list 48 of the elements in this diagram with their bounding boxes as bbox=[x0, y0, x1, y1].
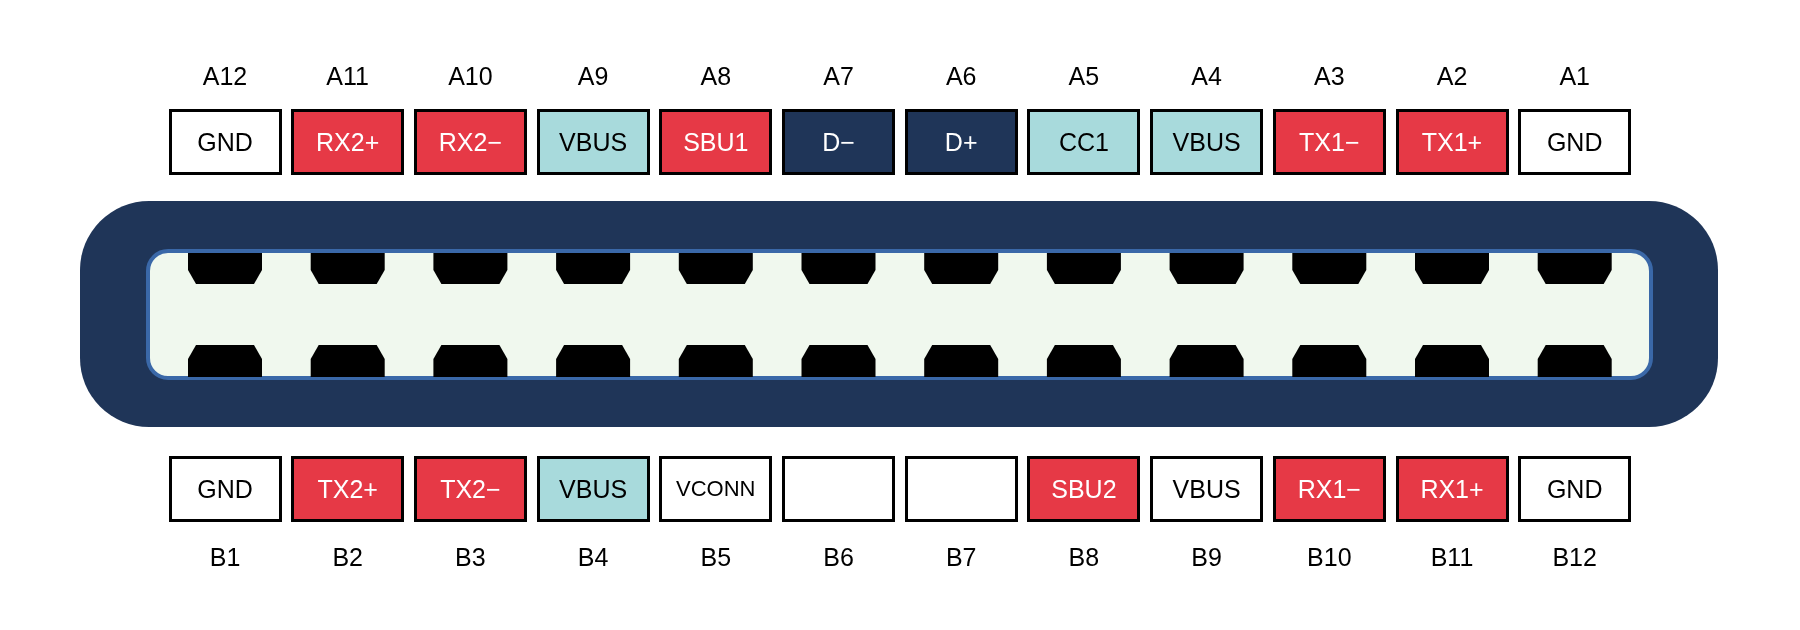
pin-number: A8 bbox=[699, 62, 733, 91]
pin-box: VBUS bbox=[536, 456, 650, 522]
pin-number: B7 bbox=[944, 543, 978, 572]
pin-box: TX1− bbox=[1272, 109, 1386, 175]
pin-number: B3 bbox=[454, 543, 487, 572]
pin-number: B1 bbox=[208, 543, 242, 572]
pin-box: GND bbox=[1518, 456, 1632, 522]
pin-number: B11 bbox=[1429, 543, 1475, 572]
pin-number: A2 bbox=[1435, 62, 1469, 91]
pin-number: A12 bbox=[201, 62, 249, 91]
pin-box: TX2+ bbox=[291, 456, 405, 522]
pin-box bbox=[782, 456, 895, 522]
pin-box bbox=[904, 456, 1018, 522]
pin-box: RX1− bbox=[1272, 456, 1386, 522]
pin-box: RX2+ bbox=[291, 109, 405, 175]
pin-number: A11 bbox=[325, 62, 370, 91]
pin-box: VBUS bbox=[536, 109, 650, 175]
pin-box: VBUS bbox=[1150, 109, 1264, 175]
pin-number: A9 bbox=[576, 62, 610, 91]
pin-box: SBU1 bbox=[659, 109, 773, 175]
pin-number: B5 bbox=[699, 543, 733, 572]
pin-number: B4 bbox=[576, 543, 610, 572]
pin-box: TX2− bbox=[413, 456, 527, 522]
pin-number: A4 bbox=[1190, 62, 1223, 91]
pin-number: A6 bbox=[944, 62, 978, 91]
pin-box: TX1+ bbox=[1395, 109, 1509, 175]
pin-number: A3 bbox=[1313, 62, 1346, 91]
pin-box: RX2− bbox=[413, 109, 527, 175]
pin-number: A1 bbox=[1558, 62, 1591, 91]
pin-number: A10 bbox=[447, 62, 494, 91]
pin-box: D+ bbox=[904, 109, 1018, 175]
pin-box: RX1+ bbox=[1395, 456, 1509, 522]
pin-number: B12 bbox=[1551, 543, 1598, 572]
pin-box: D− bbox=[782, 109, 895, 175]
pin-number: B9 bbox=[1190, 543, 1223, 572]
pin-box: VBUS bbox=[1150, 456, 1264, 522]
pin-box: VCONN bbox=[659, 456, 773, 522]
pin-number: A7 bbox=[822, 62, 855, 91]
pin-box: GND bbox=[1518, 109, 1632, 175]
pin-box: GND bbox=[168, 109, 282, 175]
pin-number: B10 bbox=[1306, 543, 1353, 572]
pin-box: SBU2 bbox=[1027, 456, 1141, 522]
pin-number: A5 bbox=[1067, 62, 1101, 91]
pin-box: GND bbox=[168, 456, 282, 522]
pin-number: B8 bbox=[1067, 543, 1101, 572]
pin-box: CC1 bbox=[1027, 109, 1141, 175]
pin-number: B2 bbox=[331, 543, 364, 572]
pin-number: B6 bbox=[822, 543, 855, 572]
